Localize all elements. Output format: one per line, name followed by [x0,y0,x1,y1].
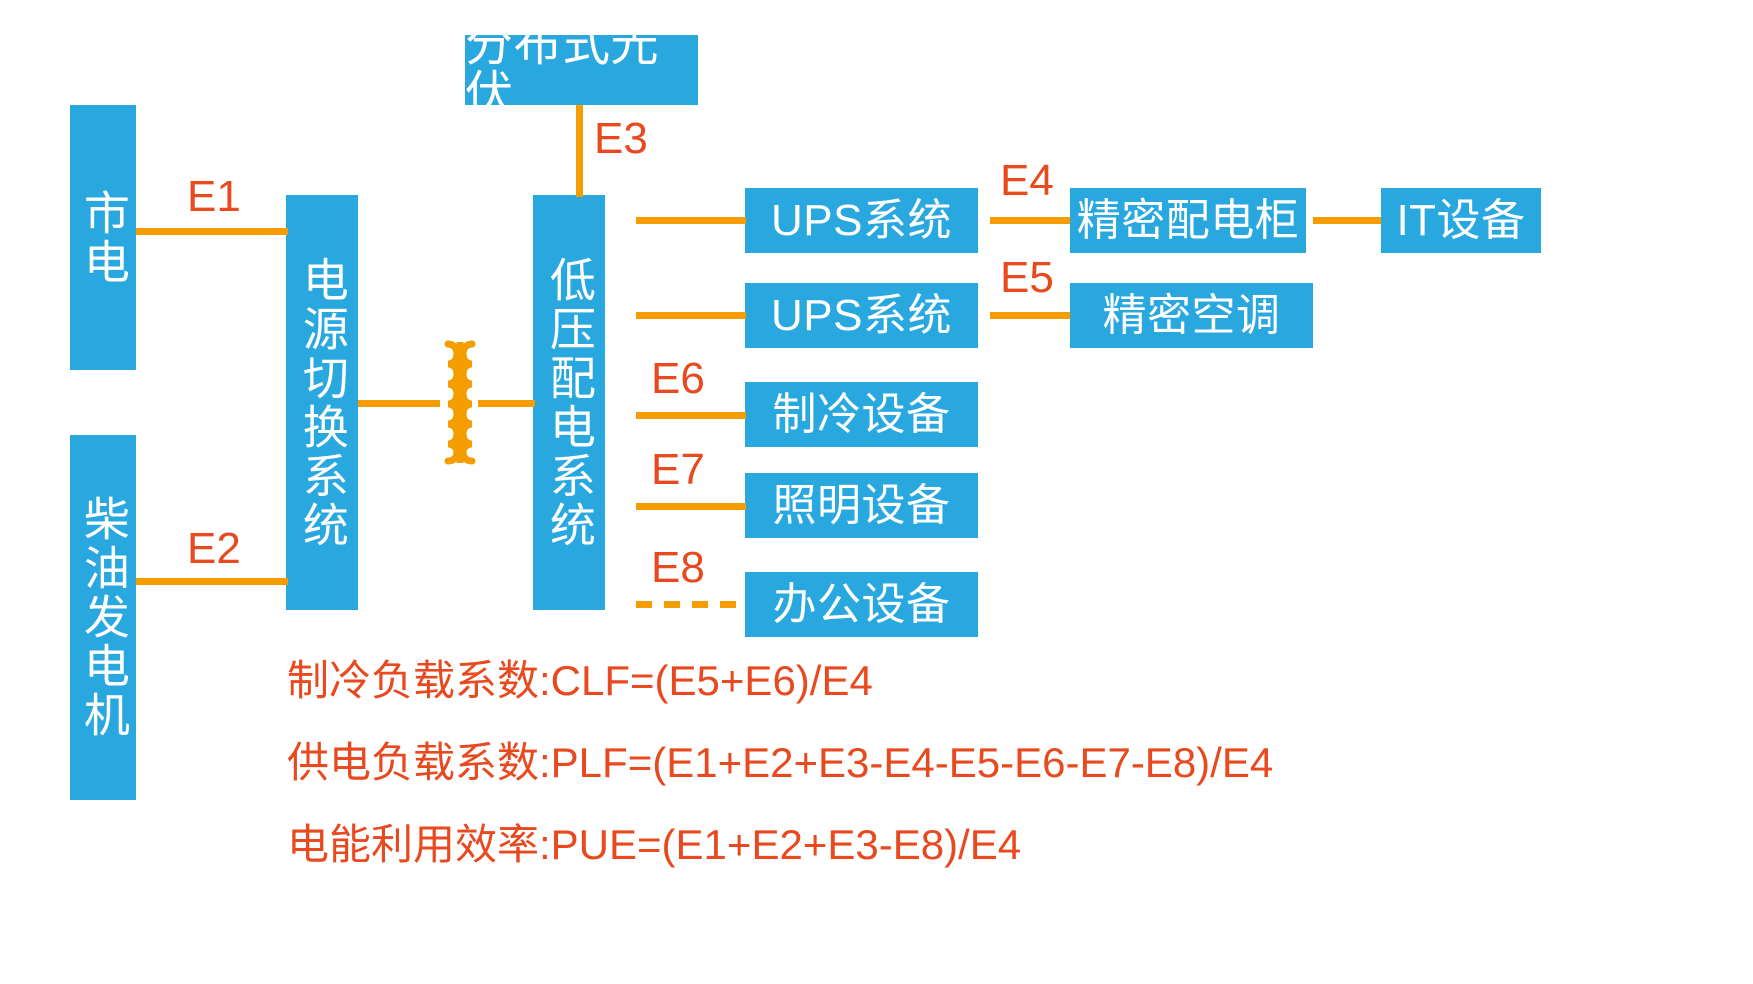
wire-lv-to-ups1 [636,217,746,224]
wire-e7 [636,503,746,510]
node-ups-system-1[interactable]: UPS系统 [745,188,978,253]
wire-lv-to-ups2 [636,312,746,319]
node-low-voltage-distribution[interactable]: 低压配电系统 [533,195,605,610]
formula-plf: 供电负载系数:PLF=(E1+E2+E3-E4-E5-E6-E7-E8)/E4 [287,739,1274,786]
node-cooling-equipment[interactable]: 制冷设备 [745,382,978,447]
label-e7: E7 [651,445,705,494]
wire-e5 [990,312,1070,319]
formula-clf: 制冷负载系数:CLF=(E5+E6)/E4 [287,657,873,704]
node-precision-ac[interactable]: 精密空调 [1070,283,1313,348]
wire-e2 [136,578,288,585]
node-diesel-generator[interactable]: 柴油发电机 [70,435,136,800]
node-it-equipment[interactable]: IT设备 [1381,188,1541,253]
node-lighting-equipment[interactable]: 照明设备 [745,473,978,538]
label-e2: E2 [187,524,241,573]
wire-transformer-to-lv [478,400,535,407]
label-e1: E1 [187,172,241,221]
label-e3: E3 [594,114,648,163]
wire-e8-dashed [636,601,748,608]
label-e4: E4 [1000,156,1054,205]
node-precision-pdu[interactable]: 精密配电柜 [1070,188,1306,253]
wire-e3 [576,105,583,197]
node-ups-system-2[interactable]: UPS系统 [745,283,978,348]
transformer-symbol [444,340,476,465]
wire-e1 [136,228,288,235]
node-utility-power[interactable]: 市电 [70,105,136,370]
wire-e4 [990,217,1070,224]
formula-pue: 电能利用效率:PUE=(E1+E2+E3-E8)/E4 [287,821,1022,868]
wire-switch-to-transformer [358,400,440,407]
node-power-switch-system[interactable]: 电源切换系统 [286,195,358,610]
label-e5: E5 [1000,253,1054,302]
node-office-equipment[interactable]: 办公设备 [745,572,978,637]
label-e6: E6 [651,354,705,403]
wire-pdu-to-it [1313,217,1381,224]
wire-e6 [636,412,746,419]
label-e8: E8 [651,543,705,592]
node-distributed-pv[interactable]: 分布式光伏 [465,20,698,119]
